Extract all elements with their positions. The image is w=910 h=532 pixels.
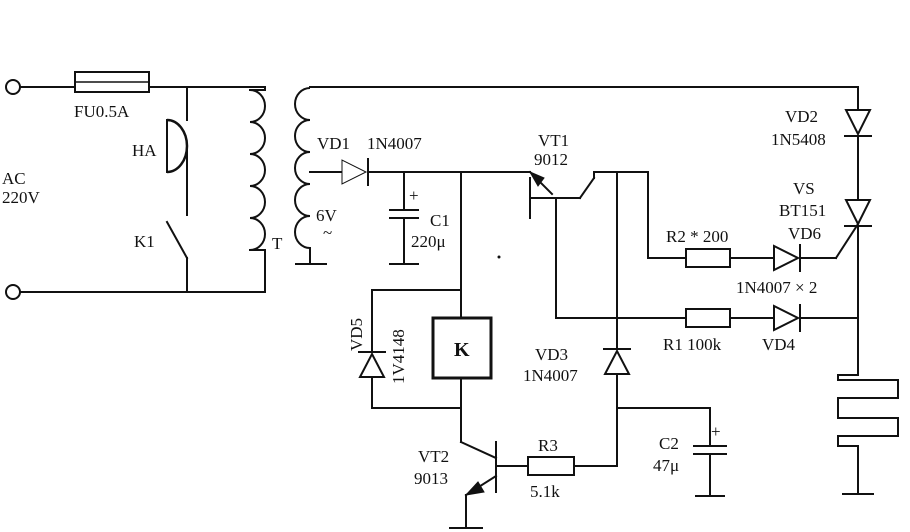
- buzzer: [166, 118, 189, 206]
- label-c1: C1: [430, 211, 450, 230]
- label-vd3-part: 1N4007: [523, 366, 578, 385]
- label-r2: R2 * 200: [666, 227, 728, 246]
- transformer-primary: [249, 86, 266, 293]
- label-secondary-tilde: ~: [323, 223, 332, 242]
- label-c1-value: 220μ: [411, 232, 446, 251]
- label-vt2: VT2: [418, 447, 449, 466]
- ac-input: [5, 79, 266, 300]
- label-transformer: T: [272, 234, 283, 253]
- label-vt2-part: 9013: [414, 469, 448, 488]
- thyristor-vs: [844, 199, 872, 376]
- label-vd4: VD4: [762, 335, 796, 354]
- terminal-bottom: [5, 284, 21, 300]
- label-vd-pair: 1N4007 × 2: [736, 278, 817, 297]
- capacitor-c2: [616, 407, 727, 497]
- relay-k: [371, 171, 493, 443]
- label-r3-value: 5.1k: [530, 482, 560, 501]
- diode-vd4: [773, 304, 859, 332]
- diode-vd1: [309, 158, 531, 186]
- diode-vd2: [844, 109, 872, 201]
- speck: [497, 255, 501, 259]
- label-vd2: VD2: [785, 107, 818, 126]
- label-switch: K1: [134, 232, 155, 251]
- label-c2: C2: [659, 434, 679, 453]
- label-c2-plus: +: [711, 422, 721, 441]
- label-vs-part: BT151: [779, 201, 826, 220]
- label-vd3: VD3: [535, 345, 568, 364]
- capacitor-c1: [389, 171, 419, 265]
- diode-vd6: [773, 222, 860, 272]
- label-vs: VS: [793, 179, 815, 198]
- transformer-secondary: [294, 87, 327, 265]
- label-c1-plus: +: [409, 186, 419, 205]
- label-ac-voltage: 220V: [2, 188, 41, 207]
- label-vt1-part: 9012: [534, 150, 568, 169]
- resistor-r3: [495, 456, 618, 476]
- label-vd5-part: 1V4148: [389, 329, 408, 384]
- label-vd2-part: 1N5408: [771, 130, 826, 149]
- label-r3: R3: [538, 436, 558, 455]
- label-vd1-part: 1N4007: [367, 134, 422, 153]
- label-buzzer: HA: [132, 141, 157, 160]
- label-r1: R1 100k: [663, 335, 722, 354]
- diode-vd3: [603, 171, 631, 467]
- resistor-r2: [647, 171, 775, 268]
- label-secondary-voltage: 6V: [316, 206, 338, 225]
- fuse: [74, 71, 150, 93]
- label-vd6: VD6: [788, 224, 821, 243]
- diode-vd5: [358, 289, 386, 409]
- terminal-top: [5, 79, 21, 95]
- label-relay: K: [454, 339, 470, 361]
- label-c2-value: 47μ: [653, 456, 679, 475]
- heating-element: [837, 374, 899, 495]
- switch-k1: [165, 204, 189, 293]
- label-vd5: VD5: [347, 318, 366, 351]
- resistor-r1: [555, 308, 775, 328]
- label-ac: AC: [2, 169, 26, 188]
- transistor-vt1: [528, 170, 649, 319]
- label-fuse: FU0.5A: [74, 102, 130, 121]
- label-vt1: VT1: [538, 131, 569, 150]
- label-vd1: VD1: [317, 134, 350, 153]
- transistor-vt2: [449, 440, 498, 529]
